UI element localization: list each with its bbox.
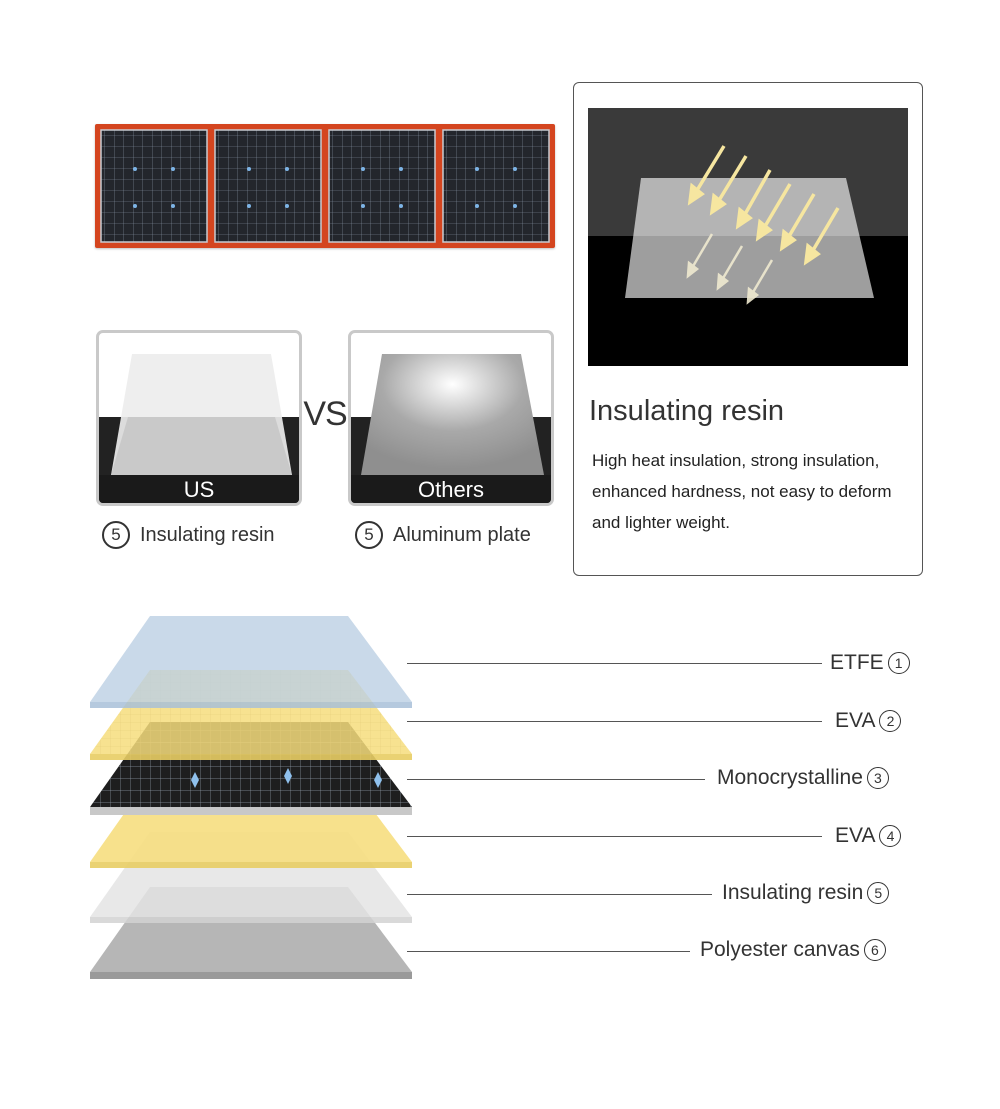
layer-name: EVA <box>835 709 876 732</box>
others-card-label: Others <box>351 475 551 503</box>
vs-text: VS <box>303 395 347 433</box>
heat-insulation-illustration <box>588 108 908 366</box>
info-description: High heat insulation, strong insulation,… <box>592 451 892 532</box>
folded-solar-panel-image <box>95 124 555 248</box>
solar-panel-layer-stack <box>90 616 412 979</box>
circled-number-badge: 5 <box>102 521 130 549</box>
us-card-label: US <box>99 475 299 503</box>
leader-line-insulating-resin <box>407 894 712 895</box>
others-comparison-card: Others <box>348 330 554 506</box>
us-caption-text: Insulating resin <box>140 523 275 546</box>
leader-line-eva-top <box>407 721 822 722</box>
leader-line-eva-bottom <box>407 836 822 837</box>
circled-number-badge: 3 <box>866 767 889 789</box>
layer-label-eva-bottom: EVA 4 <box>835 824 902 848</box>
leader-line-monocrystalline <box>407 779 705 780</box>
solar-panel-graphic <box>100 129 550 243</box>
layer-etfe <box>90 616 412 708</box>
us-comparison-card: US <box>96 330 302 506</box>
layer-label-etfe: ETFE 1 <box>830 651 910 675</box>
layer-name: Monocrystalline <box>717 766 863 789</box>
circled-number-badge: 5 <box>867 882 890 904</box>
info-title: Insulating resin <box>589 395 785 427</box>
circled-number-badge: 2 <box>879 710 902 732</box>
layer-label-polyester-canvas: Polyester canvas 6 <box>700 938 886 962</box>
layer-label-eva-top: EVA 2 <box>835 709 902 733</box>
layer-label-monocrystalline: Monocrystalline 3 <box>717 766 889 790</box>
layer-name: Insulating resin <box>722 881 864 904</box>
insulating-resin-illustration <box>99 354 299 503</box>
insulating-resin-info-box: Insulating resin High heat insulation, s… <box>573 82 923 576</box>
layer-name: ETFE <box>830 651 884 674</box>
layer-name: EVA <box>835 824 876 847</box>
others-caption: 5 Aluminum plate <box>355 521 531 549</box>
layer-name: Polyester canvas <box>700 938 860 961</box>
circled-number-badge: 6 <box>863 939 886 961</box>
layer-label-insulating-resin: Insulating resin 5 <box>722 881 890 905</box>
others-caption-text: Aluminum plate <box>393 523 531 546</box>
circled-number-badge: 1 <box>887 652 910 674</box>
us-caption: 5 Insulating resin <box>102 521 275 549</box>
leader-line-etfe <box>407 663 822 664</box>
circled-number-badge: 4 <box>879 825 902 847</box>
leader-line-polyester-canvas <box>407 951 690 952</box>
circled-number-badge: 5 <box>355 521 383 549</box>
